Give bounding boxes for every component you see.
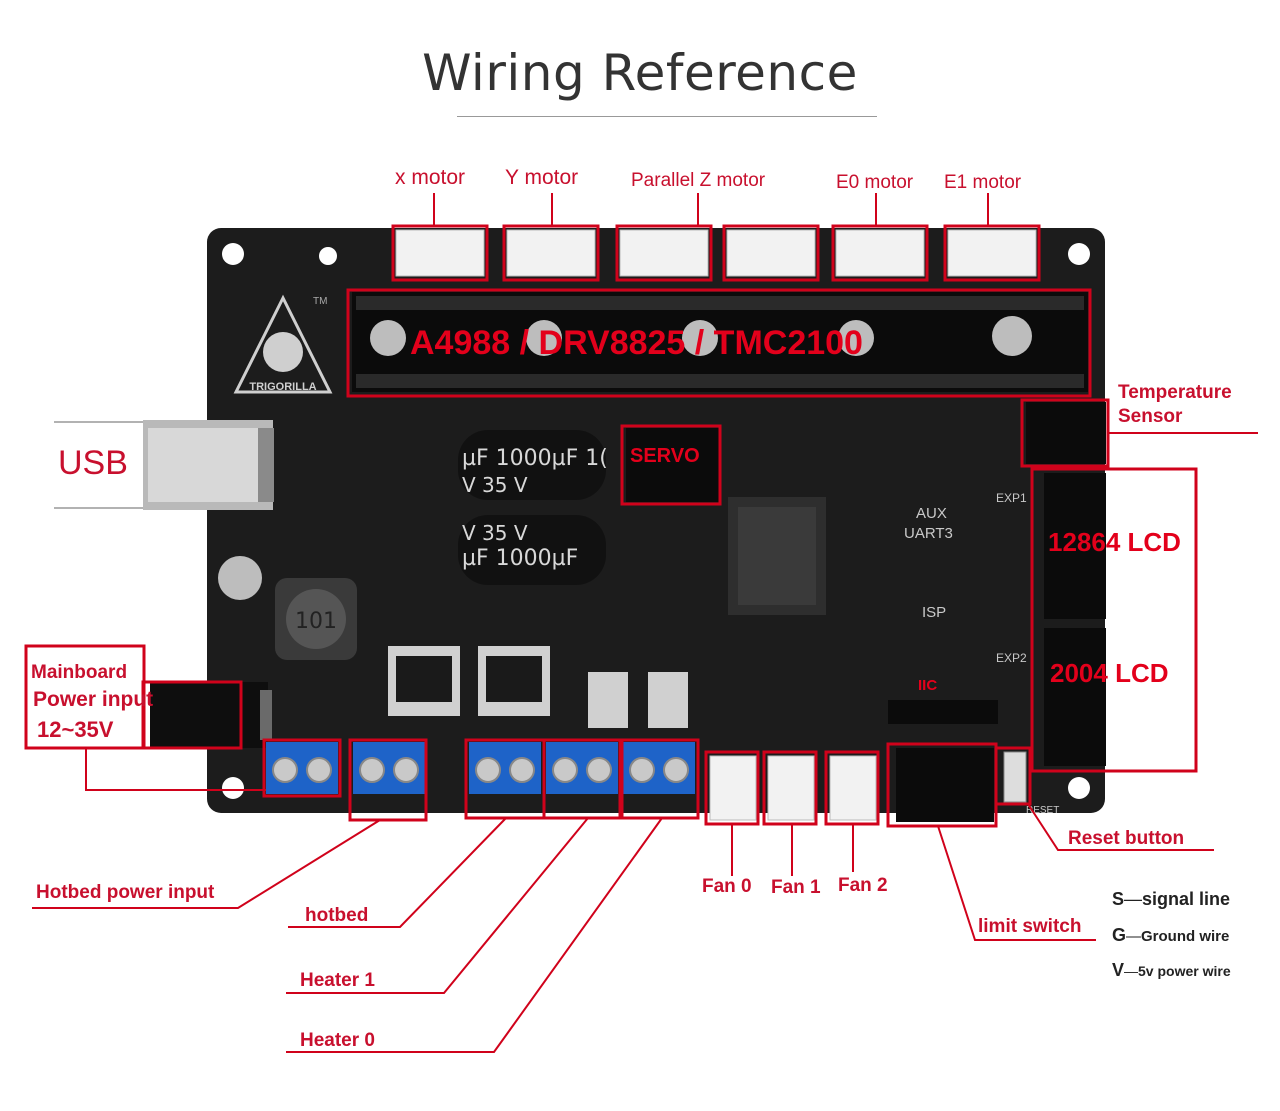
iic-overlay-text: IIC <box>918 677 937 694</box>
legend-key: V <box>1112 960 1125 980</box>
e1-motor-label: E1 motor <box>944 172 1022 193</box>
iic-header <box>888 700 998 724</box>
svg-text:TRIGORILLA: TRIGORILLA <box>249 381 316 393</box>
driver-overlay-text: A4988 / DRV8825 / TMC2100 <box>410 324 863 362</box>
servo-header <box>626 428 720 502</box>
exp2-silk: EXP2 <box>996 651 1027 665</box>
temperature-sensor-label-1: Temperature <box>1118 382 1232 403</box>
reset-switch <box>1003 751 1027 803</box>
reset-silk: RESET <box>1026 805 1059 816</box>
svg-text:µF 1000µF 1(: µF 1000µF 1( <box>462 446 608 471</box>
fan-0-label: Fan 0 <box>702 876 752 897</box>
fan-connectors <box>709 755 877 821</box>
large-capacitors: µF 1000µF 1( V 35 V V 35 V µF 1000µF <box>458 430 608 585</box>
fan-1-label: Fan 1 <box>771 877 821 898</box>
leader-lines <box>32 193 1258 1053</box>
lcd2004-overlay-text: 2004 LCD <box>1050 658 1169 688</box>
driver-pin-rows <box>356 296 1084 388</box>
driver-capacitors <box>370 316 1032 356</box>
usb-label: USB <box>58 444 128 482</box>
trigorilla-logo: TRIGORILLA <box>233 294 333 394</box>
mainboard-label-2: Power input <box>33 688 154 711</box>
mainboard-label-1: Mainboard <box>31 662 128 683</box>
x-motor-label: x motor <box>395 166 466 189</box>
y-motor-label: Y motor <box>505 166 579 189</box>
mainboard-label-3: 12~35V <box>37 717 114 742</box>
legend-item: V—5v power wire <box>1112 960 1231 980</box>
thermistor-header <box>1026 402 1106 464</box>
svg-text:V 35 V: V 35 V <box>462 473 528 497</box>
terminal-screws <box>272 757 689 783</box>
legend-item: S—signal line <box>1112 889 1231 909</box>
fan-2-label: Fan 2 <box>838 875 888 896</box>
hotbed-label: hotbed <box>305 905 369 926</box>
isp-silk: ISP <box>922 604 946 621</box>
trademark-mark: TM <box>313 296 327 307</box>
temperature-sensor-label-2: Sensor <box>1118 406 1183 427</box>
exp1-silk: EXP1 <box>996 491 1027 505</box>
lcd-header-exp1 <box>1044 473 1106 619</box>
lcd-header-exp2 <box>1044 628 1106 766</box>
legend-item: G—Ground wire <box>1112 925 1230 945</box>
aux-silk: AUX <box>916 505 947 522</box>
e0-motor-label: E0 motor <box>836 172 914 193</box>
legend-text: Ground wire <box>1141 928 1230 945</box>
uart3-silk: UART3 <box>904 525 953 542</box>
regulator-bodies <box>396 656 542 702</box>
legend-text: signal line <box>1142 889 1231 909</box>
page-title: Wiring Reference <box>422 44 858 102</box>
legend-key: G <box>1112 925 1127 945</box>
servo-overlay-text: SERVO <box>630 445 700 467</box>
usb-callout-lines <box>54 421 143 509</box>
legend-text: 5v power wire <box>1138 963 1231 979</box>
small-capacitor <box>218 556 262 600</box>
title-divider <box>457 116 877 117</box>
parallel-z-motor-label: Parallel Z motor <box>631 170 766 191</box>
endstop-headers <box>896 748 994 822</box>
heater-1-label: Heater 1 <box>300 970 375 991</box>
inductor: 101 <box>275 578 357 660</box>
reset-button-label: Reset button <box>1068 828 1185 849</box>
svg-text:V 35 V: V 35 V <box>462 521 528 545</box>
svg-text:101: 101 <box>295 609 337 634</box>
limit-switch-label: limit switch <box>978 916 1082 937</box>
mounting-holes <box>222 243 1090 799</box>
hotbed-power-input-label: Hotbed power input <box>36 882 215 903</box>
legend-key: S <box>1112 889 1125 909</box>
heater-0-label: Heater 0 <box>300 1030 375 1051</box>
svg-text:µF 1000µF: µF 1000µF <box>462 546 578 571</box>
usb-connector <box>143 420 274 510</box>
motor-connectors <box>395 229 1037 277</box>
power-jack <box>150 682 268 748</box>
lcd12864-overlay-text: 12864 LCD <box>1048 527 1181 557</box>
